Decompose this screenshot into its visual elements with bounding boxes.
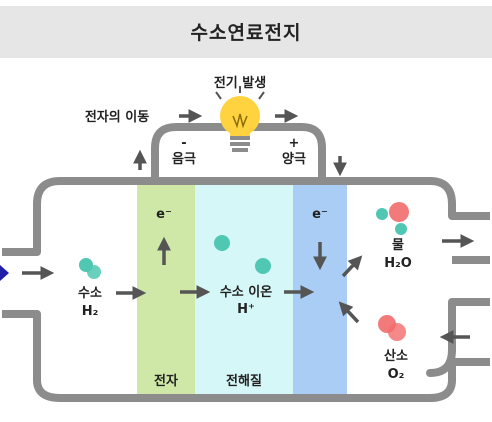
hydrogen-label: 수소 (78, 286, 102, 301)
minus-sign: - (181, 136, 187, 151)
hydrogen-ion-particle (255, 258, 271, 274)
water-hydrogen-particle (395, 223, 407, 235)
outlet-pipe (452, 212, 490, 366)
water-formula: H₂O (384, 256, 412, 271)
cathode-label: 양극 (282, 152, 306, 167)
hydrogen-ion-particle (214, 235, 230, 251)
electron-movement-label: 전자의 이동 (84, 110, 150, 125)
electron-label-right: e⁻ (312, 207, 328, 222)
plus-sign: + (288, 136, 300, 151)
electrolyte-label: 전해질 (226, 374, 262, 389)
light-bulb-icon (215, 86, 265, 152)
arrow-icon (22, 109, 475, 344)
cell-outline (33, 177, 456, 402)
oxygen-particle (388, 323, 406, 341)
inlet-pipe (2, 248, 37, 318)
oxygen-formula: O₂ (387, 367, 405, 382)
water-hydrogen-particle (376, 208, 388, 220)
electron-label-left: e⁻ (156, 207, 172, 222)
water-label: 물 (392, 238, 404, 253)
electrolyte-layer (195, 181, 293, 398)
hydrogen-ion-label: 수소 이온 (219, 285, 273, 300)
title-bar (0, 6, 492, 58)
page-title: 수소연료전지 (190, 22, 302, 44)
electron-layer-label: 전자 (154, 374, 178, 389)
power-generation-label: 전기 발생 (213, 76, 267, 91)
hydrogen-particle (87, 265, 101, 279)
oxygen-label: 산소 (384, 349, 408, 364)
water-oxygen-particle (389, 202, 409, 222)
hydrogen-formula: H₂ (81, 304, 99, 319)
inlet-arrow-icon (0, 265, 9, 281)
anode-label: 음극 (172, 152, 196, 167)
hydrogen-ion-formula: H⁺ (237, 302, 255, 317)
anode-layer (137, 181, 195, 398)
